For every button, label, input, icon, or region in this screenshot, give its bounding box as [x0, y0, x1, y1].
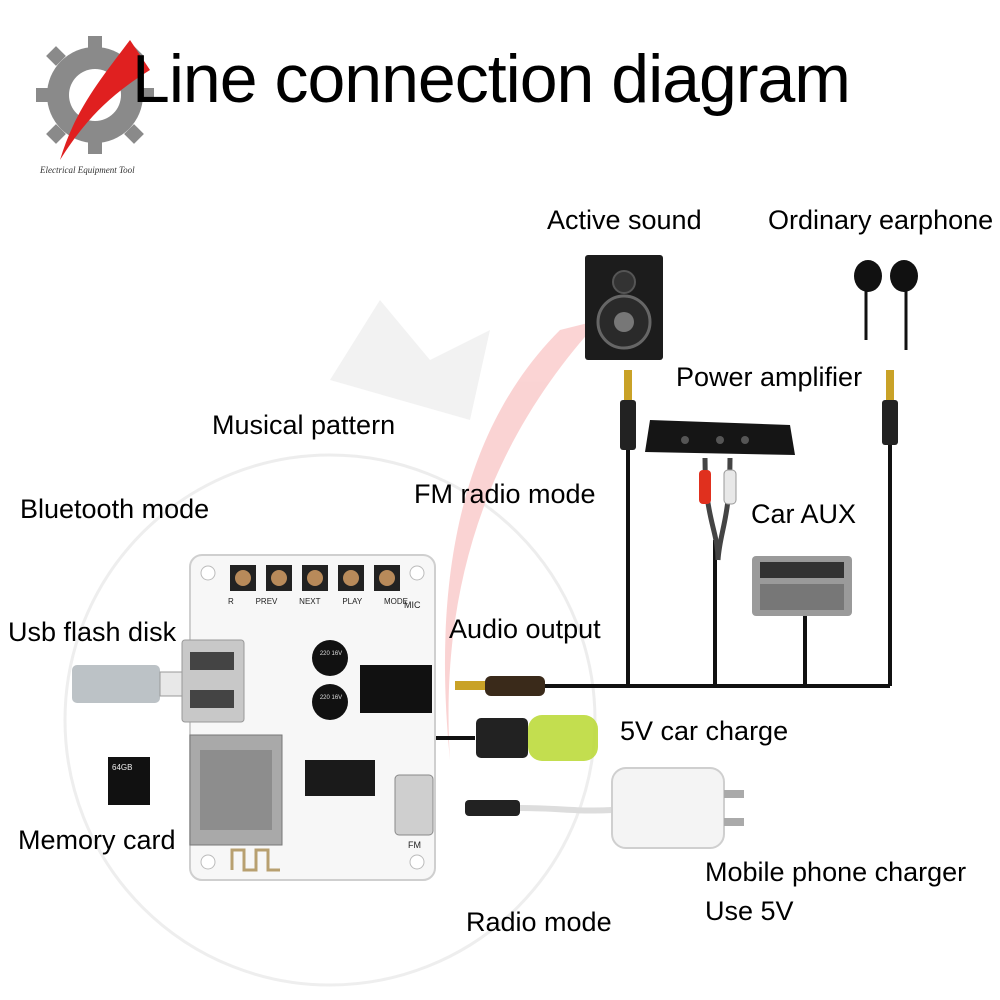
usb-cable	[519, 805, 613, 814]
label-car-aux: Car AUX	[751, 499, 857, 529]
power-amplifier-icon	[645, 420, 795, 455]
button-label-next: NEXT	[299, 597, 321, 606]
audio-output-plug	[455, 676, 545, 696]
car-stereo-icon	[752, 556, 852, 616]
ic-chip	[305, 760, 375, 796]
label-phone-charger: Mobile phone charger	[705, 857, 967, 887]
button-label-mode: MODE	[383, 597, 408, 606]
label-memory-card: Memory card	[18, 825, 176, 855]
label-power-amplifier: Power amplifier	[676, 362, 863, 392]
speaker-icon	[585, 255, 663, 360]
audio-plug-speaker	[620, 370, 636, 450]
capacitor-label-2: 220 16V	[319, 695, 343, 701]
car-charger-icon	[476, 715, 598, 761]
button-label-r: R	[228, 597, 234, 606]
board-mic-label: MIC	[404, 600, 421, 610]
sd-card-capacity: 64GB	[112, 763, 133, 772]
label-audio-output: Audio output	[449, 614, 601, 644]
label-usb-flash-disk: Usb flash disk	[8, 617, 177, 647]
usb-flash-drive-icon	[72, 665, 183, 703]
capacitors	[312, 640, 348, 720]
label-radio-mode: Radio mode	[466, 907, 612, 937]
label-car-charge: 5V car charge	[620, 716, 789, 746]
board-fm-label: FM	[408, 840, 421, 850]
button-label-prev: PREV	[255, 597, 278, 606]
sd-card-slot	[189, 734, 283, 846]
label-ordinary-earphone: Ordinary earphone	[768, 205, 994, 235]
label-musical-pattern: Musical pattern	[212, 410, 396, 440]
phone-charger-icon	[465, 767, 744, 849]
label-active-sound: Active sound	[547, 205, 702, 235]
label-fm-radio-mode: FM radio mode	[414, 479, 596, 509]
rca-cable	[699, 457, 737, 561]
micro-sd-card-icon	[108, 757, 150, 805]
board-button-labels: R PREV NEXT PLAY MODE	[228, 597, 408, 606]
antenna-trace	[230, 848, 280, 872]
capacitor-label-1: 220 16V	[319, 651, 343, 657]
audio-plug-earphone	[882, 370, 898, 445]
watermark-logo	[63, 300, 600, 987]
wire-bundle	[435, 440, 892, 740]
pcb-buttons	[230, 565, 400, 591]
button-label-play: PLAY	[342, 597, 363, 606]
brand-name: Electrical Equipment Tool	[40, 165, 135, 175]
earphone-icon	[854, 260, 918, 350]
usb-c-port	[394, 774, 434, 836]
usb-port	[181, 639, 245, 723]
label-bluetooth-mode: Bluetooth mode	[20, 494, 210, 524]
page-title: Line connection diagram	[132, 41, 851, 117]
audio-jack	[360, 665, 432, 713]
label-phone-charger-voltage: Use 5V	[705, 896, 794, 926]
